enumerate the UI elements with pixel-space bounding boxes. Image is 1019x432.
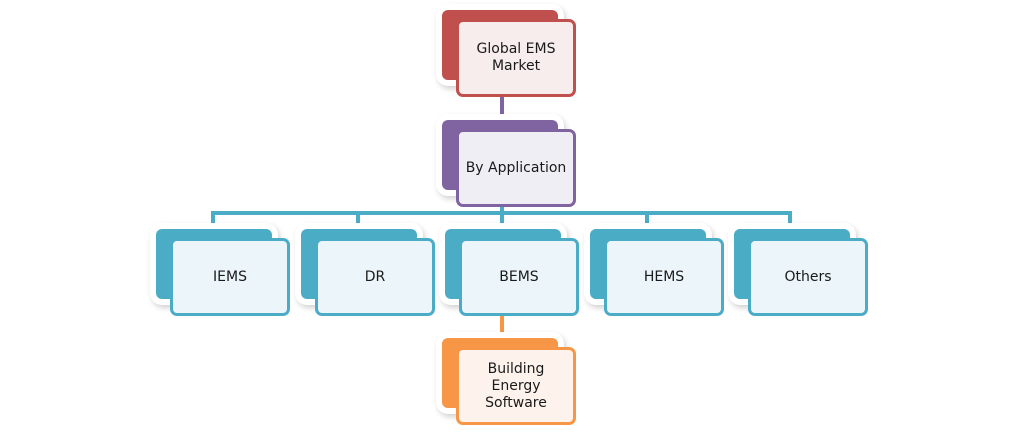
connector-drop-iems bbox=[211, 211, 215, 229]
node-label: DR bbox=[364, 268, 386, 285]
connector-drop-others bbox=[788, 211, 792, 229]
node-box: DR bbox=[315, 238, 435, 316]
node-label: Others bbox=[784, 268, 832, 285]
node-box: Others bbox=[748, 238, 868, 316]
connector-drop-bems bbox=[500, 211, 504, 229]
node-label: Building Energy Software bbox=[485, 360, 547, 411]
connector-root-to-application bbox=[500, 92, 504, 122]
node-dr: DR bbox=[301, 229, 437, 323]
node-label: By Application bbox=[465, 159, 567, 176]
node-label: HEMS bbox=[643, 268, 685, 285]
node-by-application: By Application bbox=[442, 120, 578, 214]
connector-drop-dr bbox=[356, 211, 360, 229]
connector-drop-hems bbox=[645, 211, 649, 229]
node-building-energy-software: Building Energy Software bbox=[442, 338, 578, 432]
node-bems: BEMS bbox=[445, 229, 581, 323]
node-box: By Application bbox=[456, 129, 576, 207]
node-iems: IEMS bbox=[156, 229, 292, 323]
connector-bems-to-building bbox=[500, 310, 504, 340]
node-box: IEMS bbox=[170, 238, 290, 316]
node-hems: HEMS bbox=[590, 229, 726, 323]
node-others: Others bbox=[734, 229, 870, 323]
node-box: Global EMS Market bbox=[456, 19, 576, 97]
node-box: Building Energy Software bbox=[456, 347, 576, 425]
node-box: HEMS bbox=[604, 238, 724, 316]
node-global-ems-market: Global EMS Market bbox=[442, 10, 578, 104]
node-box: BEMS bbox=[459, 238, 579, 316]
connector-application-down bbox=[500, 202, 504, 214]
node-label: BEMS bbox=[499, 268, 539, 285]
node-label: IEMS bbox=[213, 268, 247, 285]
node-label: Global EMS Market bbox=[476, 41, 556, 74]
